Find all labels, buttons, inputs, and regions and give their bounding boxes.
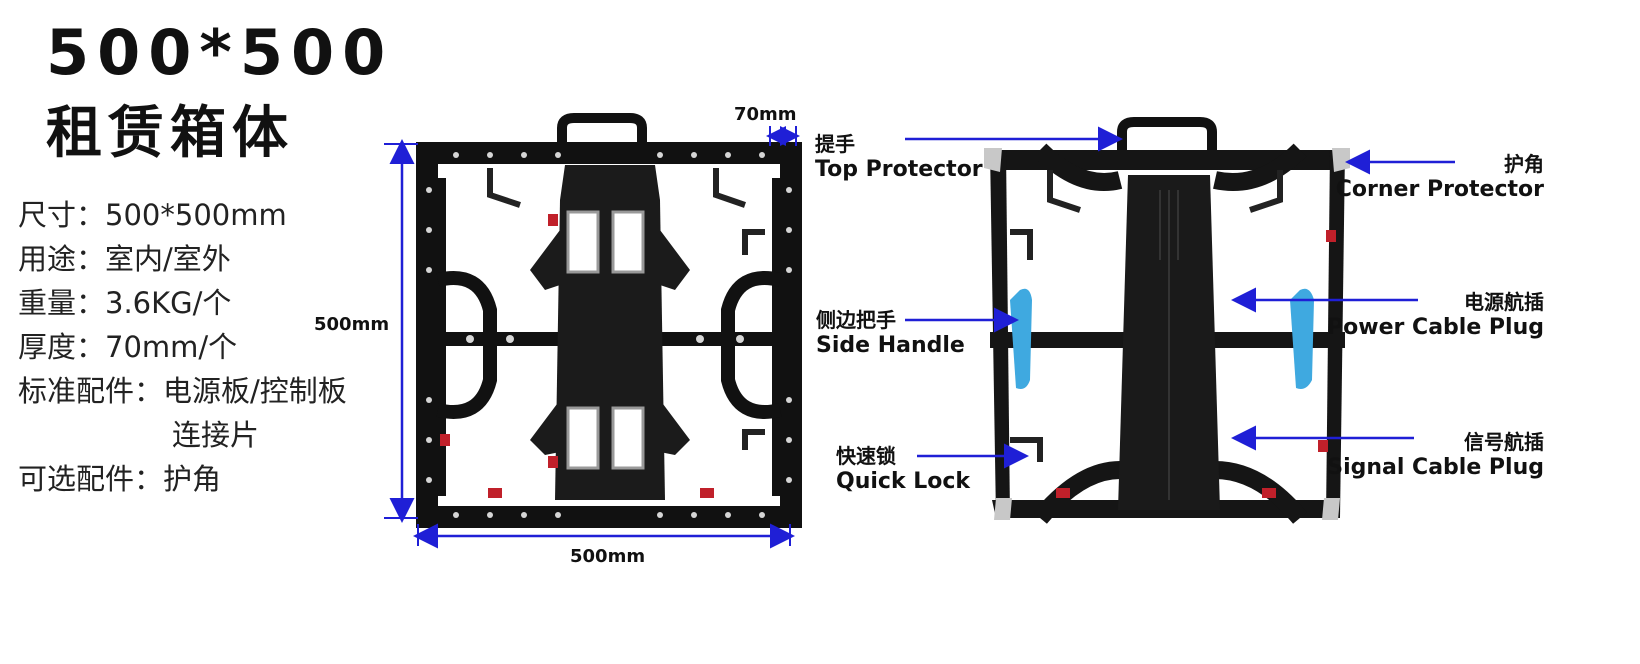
spec-value: 护角 — [163, 462, 222, 496]
depth-dimension-label: 70mm — [734, 104, 797, 125]
quick-lock-lever — [487, 168, 521, 208]
label-en: Side Handle — [816, 333, 965, 358]
quick-lock-lever — [742, 229, 765, 255]
spec-row-weight: 重量：3.6KG/个 — [18, 280, 231, 322]
plate-wing — [530, 230, 560, 290]
side-handle-left — [436, 271, 497, 419]
spec-row-size: 尺寸：500*500mm — [18, 192, 287, 234]
label-en: Power Cable Plug — [1327, 315, 1544, 340]
cabinet-perspective-view — [984, 117, 1350, 524]
lock-red — [548, 456, 558, 468]
product-title-name: 租赁箱体 — [46, 101, 294, 166]
spec-key: 厚度： — [18, 330, 106, 364]
frame-top — [990, 150, 1345, 170]
side-handle-left — [1010, 288, 1032, 389]
height-dimension-label: 500mm — [314, 314, 390, 335]
lock-red — [488, 488, 502, 498]
label-zh: 快速锁 — [836, 444, 896, 468]
plate-wing — [660, 400, 690, 455]
bottom-arm — [1214, 461, 1307, 524]
quick-lock-lever — [713, 168, 746, 208]
spec-key: 标准配件： — [18, 374, 164, 408]
frame-rail-bottom — [420, 506, 798, 524]
label-zh: 护角 — [1504, 152, 1544, 176]
lock-red — [1326, 230, 1336, 242]
label-power-cable-plug: 电源航插 Power Cable Plug — [1327, 286, 1544, 340]
bottom-arm — [1033, 461, 1121, 524]
spec-key: 重量： — [18, 286, 106, 320]
lock-red — [1262, 488, 1276, 498]
spec-row-usage: 用途：室内/室外 — [18, 236, 231, 278]
plate-wing — [530, 400, 560, 455]
width-dimension-label: 500mm — [570, 546, 646, 567]
label-en: Corner Protector — [1335, 177, 1544, 202]
quick-lock-lever — [1010, 229, 1033, 260]
spec-value: 500*500mm — [105, 198, 287, 232]
label-zh: 侧边把手 — [816, 308, 896, 332]
spec-row-standard-accessories-cont: 连接片 — [172, 412, 259, 454]
signal-connector-slot — [566, 406, 600, 470]
spec-value: 连接片 — [172, 418, 260, 452]
frame-rail-top — [420, 146, 798, 164]
label-signal-cable-plug: 信号航插 Signal Cable Plug — [1327, 426, 1544, 480]
spec-row-thickness: 厚度：70mm/个 — [18, 324, 237, 366]
power-connector-slot — [566, 210, 600, 274]
spec-key: 尺寸： — [18, 198, 106, 232]
product-title-size: 500*500 — [46, 16, 394, 89]
lock-red — [1056, 488, 1070, 498]
spec-value: 室内/室外 — [105, 242, 231, 276]
quick-lock-lever — [1249, 170, 1283, 213]
spec-key: 可选配件： — [18, 462, 164, 496]
top-arm — [1033, 143, 1123, 191]
spec-value: 电源板/控制板 — [163, 374, 347, 408]
label-zh: 信号航插 — [1464, 430, 1544, 454]
top-arm — [1213, 143, 1307, 191]
lock-red — [440, 434, 450, 446]
corner-protector — [1322, 498, 1340, 520]
quick-lock-lever — [742, 429, 765, 450]
label-en: Signal Cable Plug — [1327, 455, 1544, 480]
label-top-protector: 提手 Top Protector — [815, 128, 983, 182]
lock-red — [1318, 440, 1328, 452]
corner-protector — [994, 498, 1012, 520]
label-quick-lock: 快速锁 Quick Lock — [836, 440, 970, 494]
label-zh: 电源航插 — [1464, 290, 1544, 314]
spec-value: 70mm/个 — [105, 330, 238, 364]
label-en: Top Protector — [815, 157, 983, 182]
spec-row-optional-accessories: 可选配件：护角 — [18, 456, 221, 498]
lock-red — [548, 214, 558, 226]
quick-lock-lever — [1010, 437, 1043, 462]
spec-value: 3.6KG/个 — [105, 286, 232, 320]
spec-key: 用途： — [18, 242, 106, 276]
top-handle — [557, 113, 647, 150]
plate-wing — [660, 230, 690, 290]
quick-lock-lever — [1047, 170, 1081, 213]
label-zh: 提手 — [815, 132, 855, 156]
label-corner-protector: 护角 Corner Protector — [1336, 148, 1544, 202]
cabinet-back-view — [416, 113, 802, 528]
side-handle-right — [721, 271, 782, 419]
lock-red — [700, 488, 714, 498]
corner-protector — [984, 148, 1002, 172]
spec-row-standard-accessories: 标准配件：电源板/控制板 — [18, 368, 347, 410]
power-connector-slot — [611, 210, 645, 274]
label-side-handle: 侧边把手 Side Handle — [816, 304, 965, 358]
side-handle-right — [1290, 288, 1314, 389]
label-en: Quick Lock — [836, 469, 971, 494]
signal-connector-slot — [611, 406, 645, 470]
